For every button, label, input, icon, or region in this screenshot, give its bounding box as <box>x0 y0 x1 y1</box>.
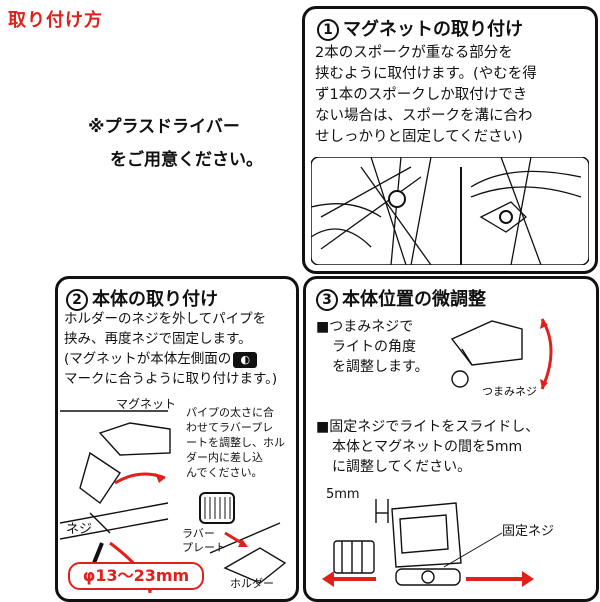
step-1-line: ライトの角度 <box>332 339 416 355</box>
panel-3-step-1: ■つまみネジで ライトの角度 を調整します。 <box>316 317 429 377</box>
page-title: 取り付け方 <box>8 10 103 31</box>
label-magnet: マグネット <box>116 397 177 411</box>
panel-3-step-2: ■固定ネジでライトをスライドし、 本体とマグネットの間を5mm に調整してくださ… <box>316 417 539 477</box>
panel-1-line: ず1本のスポークしか取付けでき <box>315 87 528 103</box>
panel-2-body: ホルダーのネジを外してパイプを 挟み、再度ネジで固定します。 (マグネットが本体… <box>64 309 277 389</box>
holder-illustration <box>60 410 287 593</box>
panel-2-line-text: (マグネットが本体左側面の <box>64 351 232 367</box>
panel-2-line: (マグネットが本体左側面の◐ <box>64 349 277 369</box>
step-number-1: 1 <box>317 19 339 41</box>
panel-2-side-note: パイプの太さに合 わせてラバープレ ートを調整し、ホル ダー内に差し込 んでくだ… <box>186 405 285 480</box>
panel-1-line: 挟むように取付けます。(やむを得 <box>315 66 537 82</box>
label-rubber-line: プレート <box>182 541 226 554</box>
side-note-line: ートを調整し、ホル <box>186 436 285 449</box>
panel-2-line: 挟み、再度ネジで固定します。 <box>64 331 252 347</box>
label-knob-screw: つまみネジ <box>482 385 537 398</box>
spoke-magnet-illustration <box>311 157 589 265</box>
step-2-line: 本体とマグネットの間を5mm <box>332 439 523 455</box>
note-line-2: をご用意ください。 <box>110 150 263 170</box>
panel-3-title-text: 本体位置の微調整 <box>342 289 486 310</box>
step-1-line: を調整します。 <box>332 359 429 375</box>
pipe-diameter-range: φ13～23mm <box>68 562 204 590</box>
side-note-line: パイプの太さに合 <box>186 406 274 419</box>
panel-1-line: 2本のスポークが重なる部分を <box>315 45 513 61</box>
slide-adjust-illustration <box>322 499 534 587</box>
panel-1-line: ない場合は、スポークを溝に合わ <box>315 108 533 124</box>
side-note-line: んでください。 <box>186 466 263 479</box>
panel-2-line: ホルダーのネジを外してパイプを <box>64 311 267 327</box>
label-rubber-plate: ラバー プレート <box>182 527 226 555</box>
magnet-mark-icon: ◐ <box>233 352 258 368</box>
step-number-2: 2 <box>66 289 88 311</box>
label-screw: ネジ <box>66 522 93 537</box>
step-number-3: 3 <box>316 289 338 311</box>
panel-2-title-text: 本体の取り付け <box>92 289 218 310</box>
label-holder: ホルダー <box>230 577 274 590</box>
step-1-line: ■つまみネジで <box>316 319 414 335</box>
panel-2-line: マークに合うように取り付けます。) <box>64 371 278 387</box>
panel-1-line: せしっかりと固定してください) <box>315 129 523 145</box>
step-2-line: に調整してください。 <box>332 459 472 475</box>
panel-1-body: 2本のスポークが重なる部分を 挟むように取付けます。(やむを得 ず1本のスポーク… <box>315 43 537 148</box>
label-fixing-screw: 固定ネジ <box>502 524 555 539</box>
panel-1-title-text: マグネットの取り付け <box>343 19 523 40</box>
label-5mm: 5mm <box>326 487 360 502</box>
side-note-line: ダー内に差し込 <box>186 451 263 464</box>
side-note-line: わせてラバープレ <box>186 421 274 434</box>
note-line-1: ※プラスドライバー <box>88 117 240 137</box>
step-2-line: ■固定ネジでライトをスライドし、 <box>316 419 540 435</box>
knob-adjust-illustration <box>450 318 553 390</box>
label-rubber-line: ラバー <box>182 527 215 540</box>
